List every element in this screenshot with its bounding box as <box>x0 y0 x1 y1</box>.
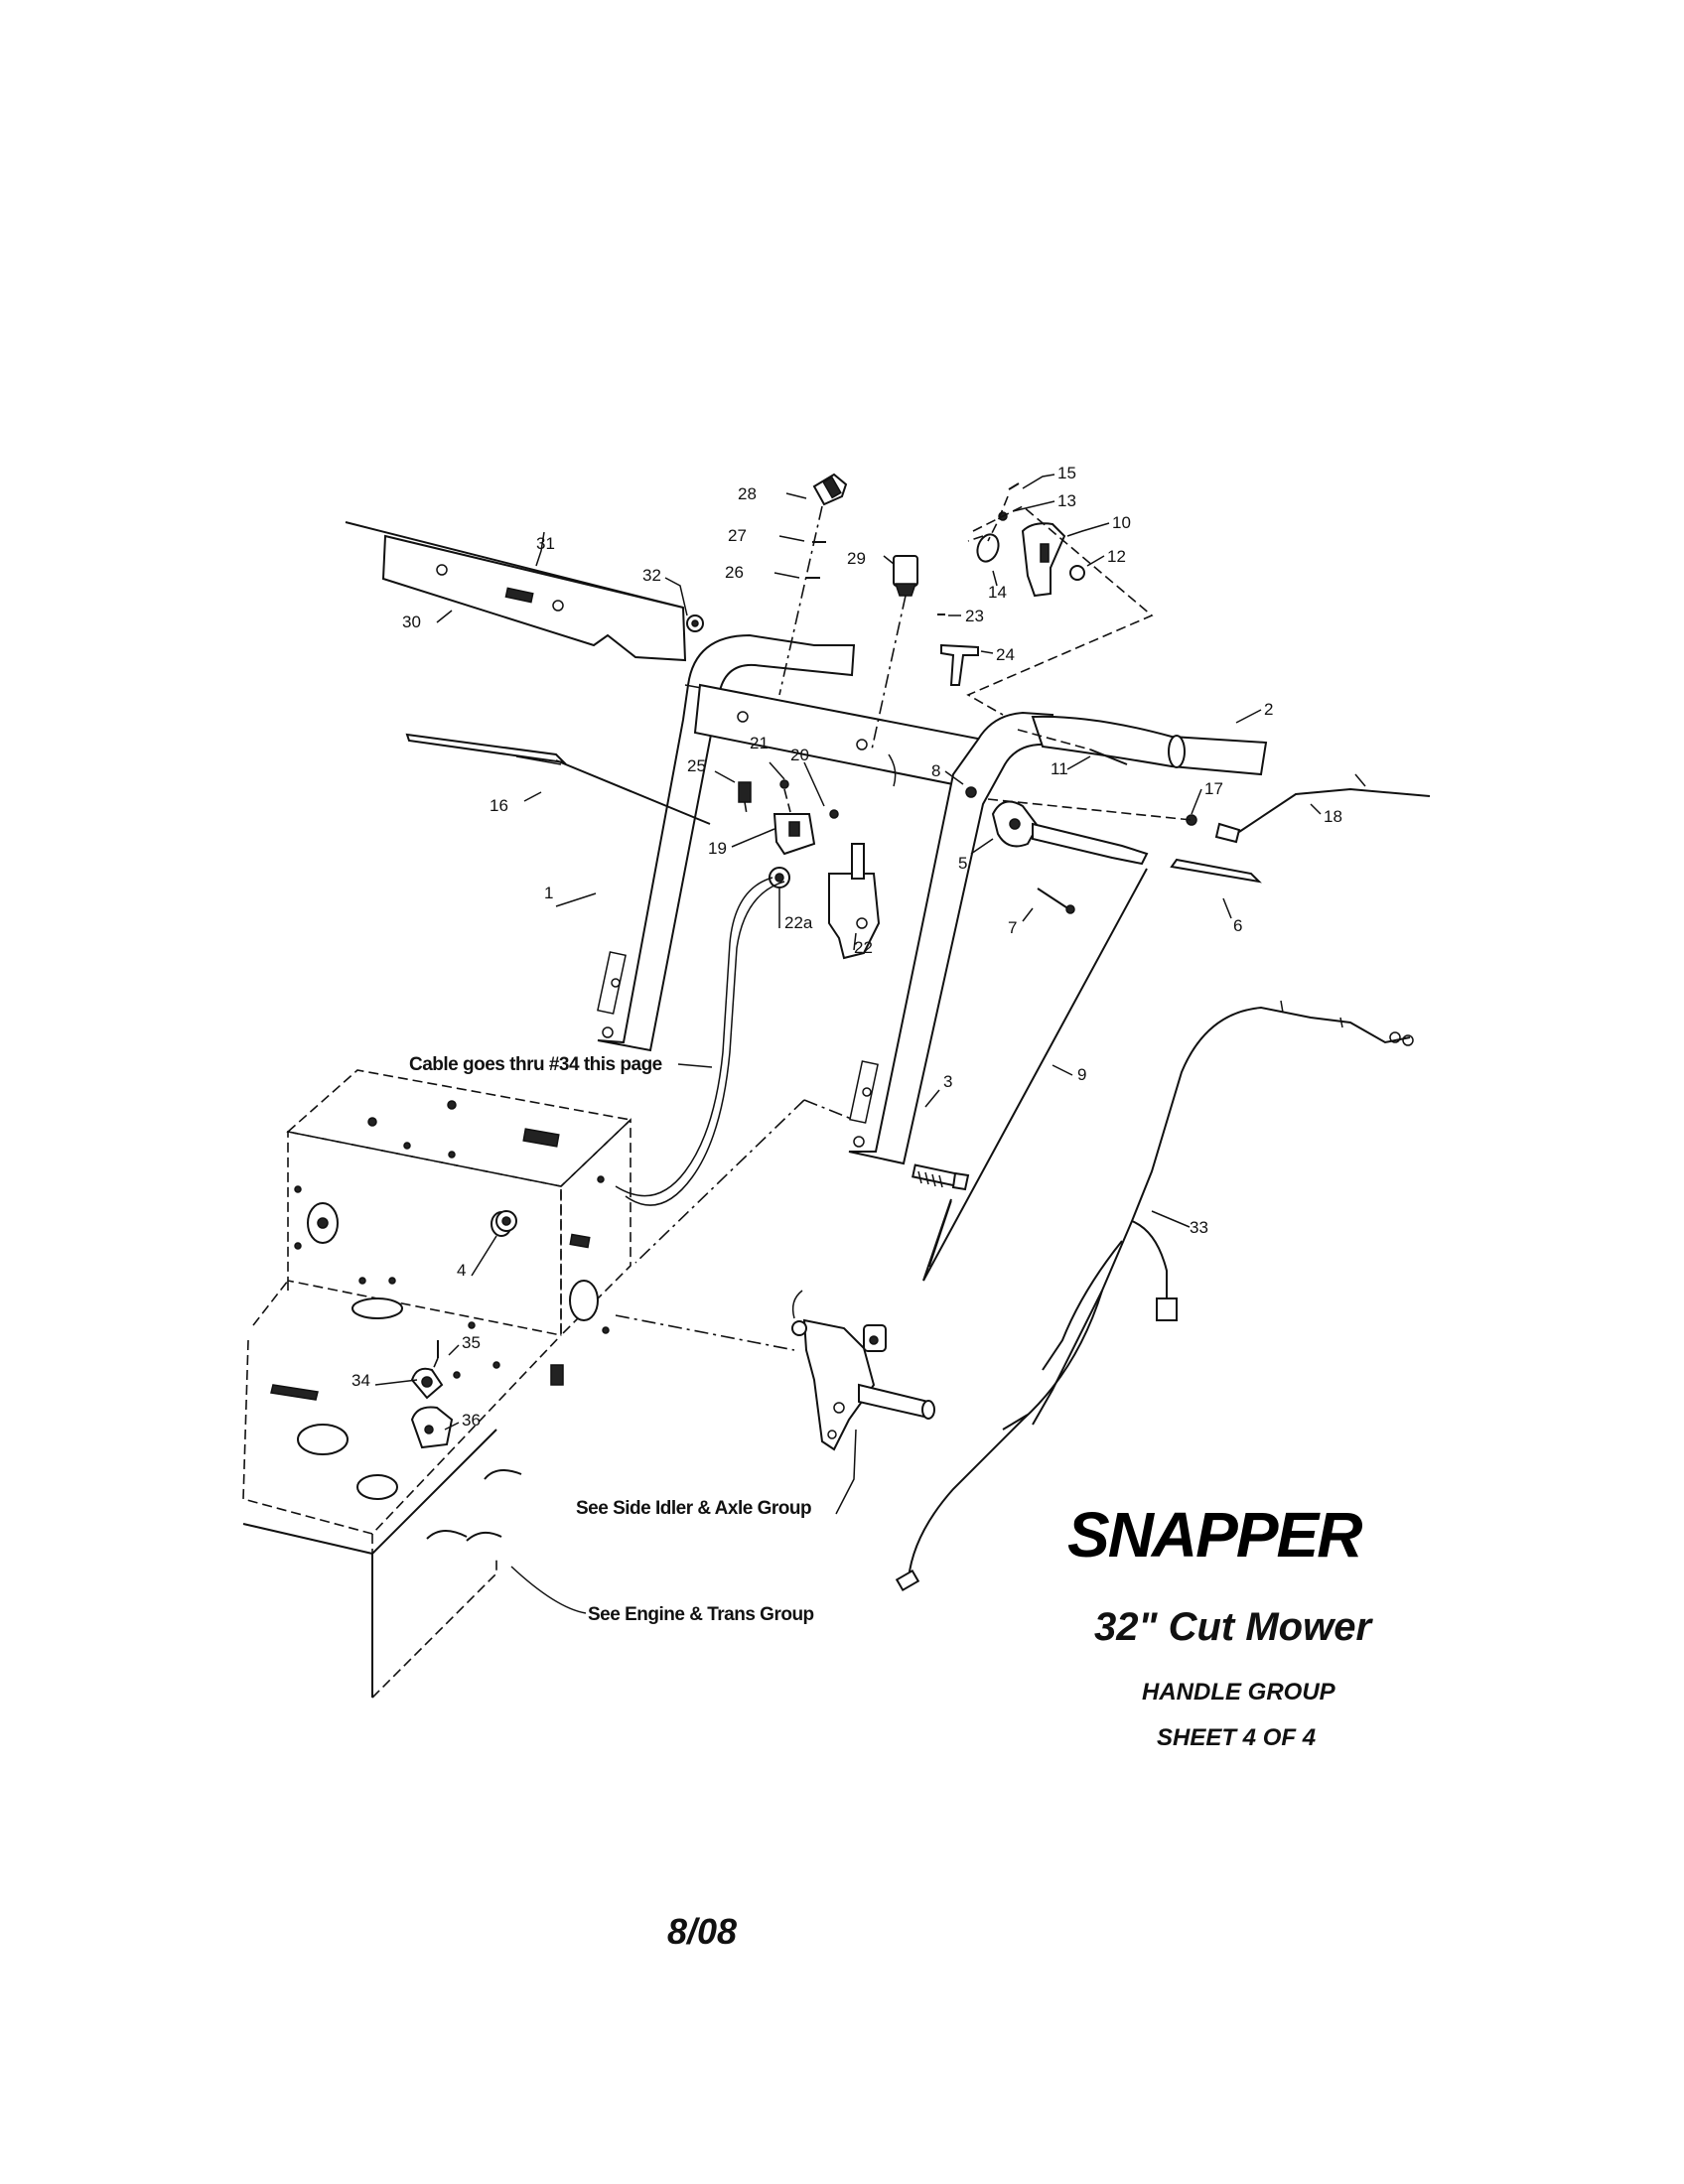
callout-35: 35 <box>462 1333 481 1352</box>
part-22a-cable-end <box>769 867 790 888</box>
callout-34: 34 <box>351 1371 370 1390</box>
callout-19: 19 <box>708 839 727 858</box>
part-33-wire-harness <box>895 1000 1414 1592</box>
callout-4: 4 <box>457 1261 466 1280</box>
part-11-screw <box>1017 729 1128 765</box>
callout-32: 32 <box>642 566 661 585</box>
part-9-control-rod <box>922 868 1148 1282</box>
part-16-rod <box>405 733 711 825</box>
part-36-bracket <box>410 1406 454 1449</box>
part-34-clamp <box>410 1367 444 1400</box>
callout-27: 27 <box>728 526 747 545</box>
model-title: 32" Cut Mower <box>1094 1605 1373 1649</box>
note-axle-group: See Side Idler & Axle Group <box>576 1498 811 1519</box>
brand-logo: SNAPPER <box>1067 1499 1362 1570</box>
callout-24: 24 <box>996 645 1015 664</box>
part-15-screw <box>1008 482 1020 490</box>
part-10-lever <box>1021 522 1066 598</box>
callout-16: 16 <box>490 796 508 815</box>
part-20-clip <box>829 809 839 819</box>
callout-3: 3 <box>943 1072 952 1091</box>
callout-11: 11 <box>1051 759 1068 778</box>
part-32-nut <box>686 614 704 632</box>
callout-22: 22 <box>854 938 873 957</box>
callout-17: 17 <box>1204 779 1223 798</box>
callout-22a: 22a <box>784 913 813 932</box>
leader-lines <box>374 474 1322 1614</box>
callout-28: 28 <box>738 484 757 503</box>
part-14-plate <box>976 533 1000 563</box>
part-21-screw <box>779 779 791 813</box>
part-25-plug <box>738 781 752 815</box>
part-22-bracket <box>828 843 881 960</box>
part-6-rod <box>1170 858 1262 884</box>
callout-29: 29 <box>847 549 866 568</box>
part-1-main-handle <box>597 633 1054 1165</box>
mower-housing <box>242 1069 632 1699</box>
part-30-rear-bar <box>345 521 687 662</box>
callout-26: 26 <box>725 563 744 582</box>
callout-33: 33 <box>1190 1218 1208 1237</box>
part-24-tee <box>940 643 979 686</box>
part-35-screw <box>431 1340 439 1373</box>
callout-12: 12 <box>1107 547 1126 566</box>
part-8-nut <box>965 786 977 798</box>
part-18-handle <box>1214 773 1431 844</box>
callout-20: 20 <box>790 746 809 764</box>
revision-date: 8/08 <box>667 1911 737 1952</box>
callout-14: 14 <box>988 583 1007 602</box>
part-19-switch <box>772 813 816 856</box>
callout-21: 21 <box>750 734 769 752</box>
callout-6: 6 <box>1233 916 1242 935</box>
callout-10: 10 <box>1112 513 1131 532</box>
group-title: HANDLE GROUP <box>1142 1679 1336 1706</box>
throttle-cable <box>615 877 773 1197</box>
callout-13: 13 <box>1057 491 1076 510</box>
callout-18: 18 <box>1324 807 1342 826</box>
callout-5: 5 <box>958 854 967 873</box>
part-3-bolt <box>912 1163 970 1191</box>
part-28-key-switch <box>812 473 848 506</box>
part-12-nut <box>1069 565 1085 581</box>
part-5-throttle-assembly <box>991 800 1149 866</box>
part-2-grip <box>1031 715 1268 776</box>
callout-1: 1 <box>544 884 553 902</box>
callout-2: 2 <box>1264 700 1273 719</box>
callout-31: 31 <box>536 534 555 553</box>
sheet-number: SHEET 4 OF 4 <box>1157 1724 1316 1751</box>
callout-15: 15 <box>1057 464 1076 482</box>
part-29-knob <box>871 555 918 751</box>
part-7-bolt <box>1037 887 1075 914</box>
callout-25: 25 <box>687 756 706 775</box>
callout-7: 7 <box>1008 918 1017 937</box>
callout-36: 36 <box>462 1411 481 1430</box>
part-4-washer <box>495 1210 517 1232</box>
callout-labels: 1 2 3 4 5 6 7 8 9 10 11 12 13 14 15 16 1… <box>351 464 1342 1430</box>
callout-9: 9 <box>1077 1065 1086 1084</box>
callout-8: 8 <box>931 761 940 780</box>
note-cable-route: Cable goes thru #34 this page <box>409 1054 662 1075</box>
callout-30: 30 <box>402 613 421 631</box>
axle-bracket <box>791 1290 935 1451</box>
callout-23: 23 <box>965 607 984 625</box>
note-engine-group: See Engine & Trans Group <box>588 1604 814 1625</box>
